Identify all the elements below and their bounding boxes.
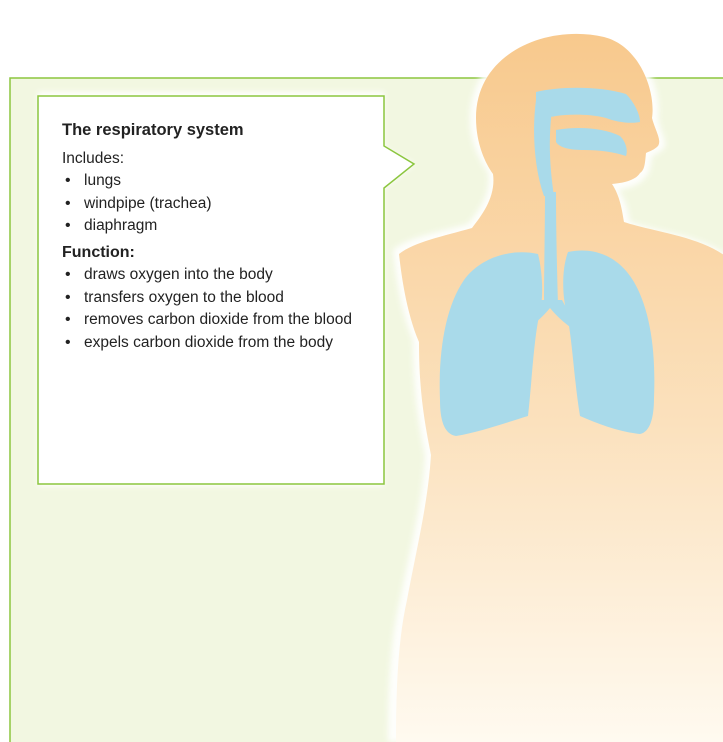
callout-title: The respiratory system xyxy=(62,120,354,141)
includes-list: lungs windpipe (trachea) diaphragm xyxy=(62,171,354,237)
function-item: draws oxygen into the body xyxy=(62,265,354,286)
includes-item: diaphragm xyxy=(62,216,354,237)
includes-item: lungs xyxy=(62,171,354,192)
function-label: Function: xyxy=(62,243,354,264)
function-list: draws oxygen into the body transfers oxy… xyxy=(62,265,354,353)
function-item: transfers oxygen to the blood xyxy=(62,288,354,309)
function-item: expels carbon dioxide from the body xyxy=(62,333,354,354)
includes-item: windpipe (trachea) xyxy=(62,194,354,215)
callout-text: The respiratory system Includes: lungs w… xyxy=(62,120,354,355)
includes-label: Includes: xyxy=(62,149,354,170)
trachea xyxy=(544,192,558,305)
function-item: removes carbon dioxide from the blood xyxy=(62,310,354,331)
